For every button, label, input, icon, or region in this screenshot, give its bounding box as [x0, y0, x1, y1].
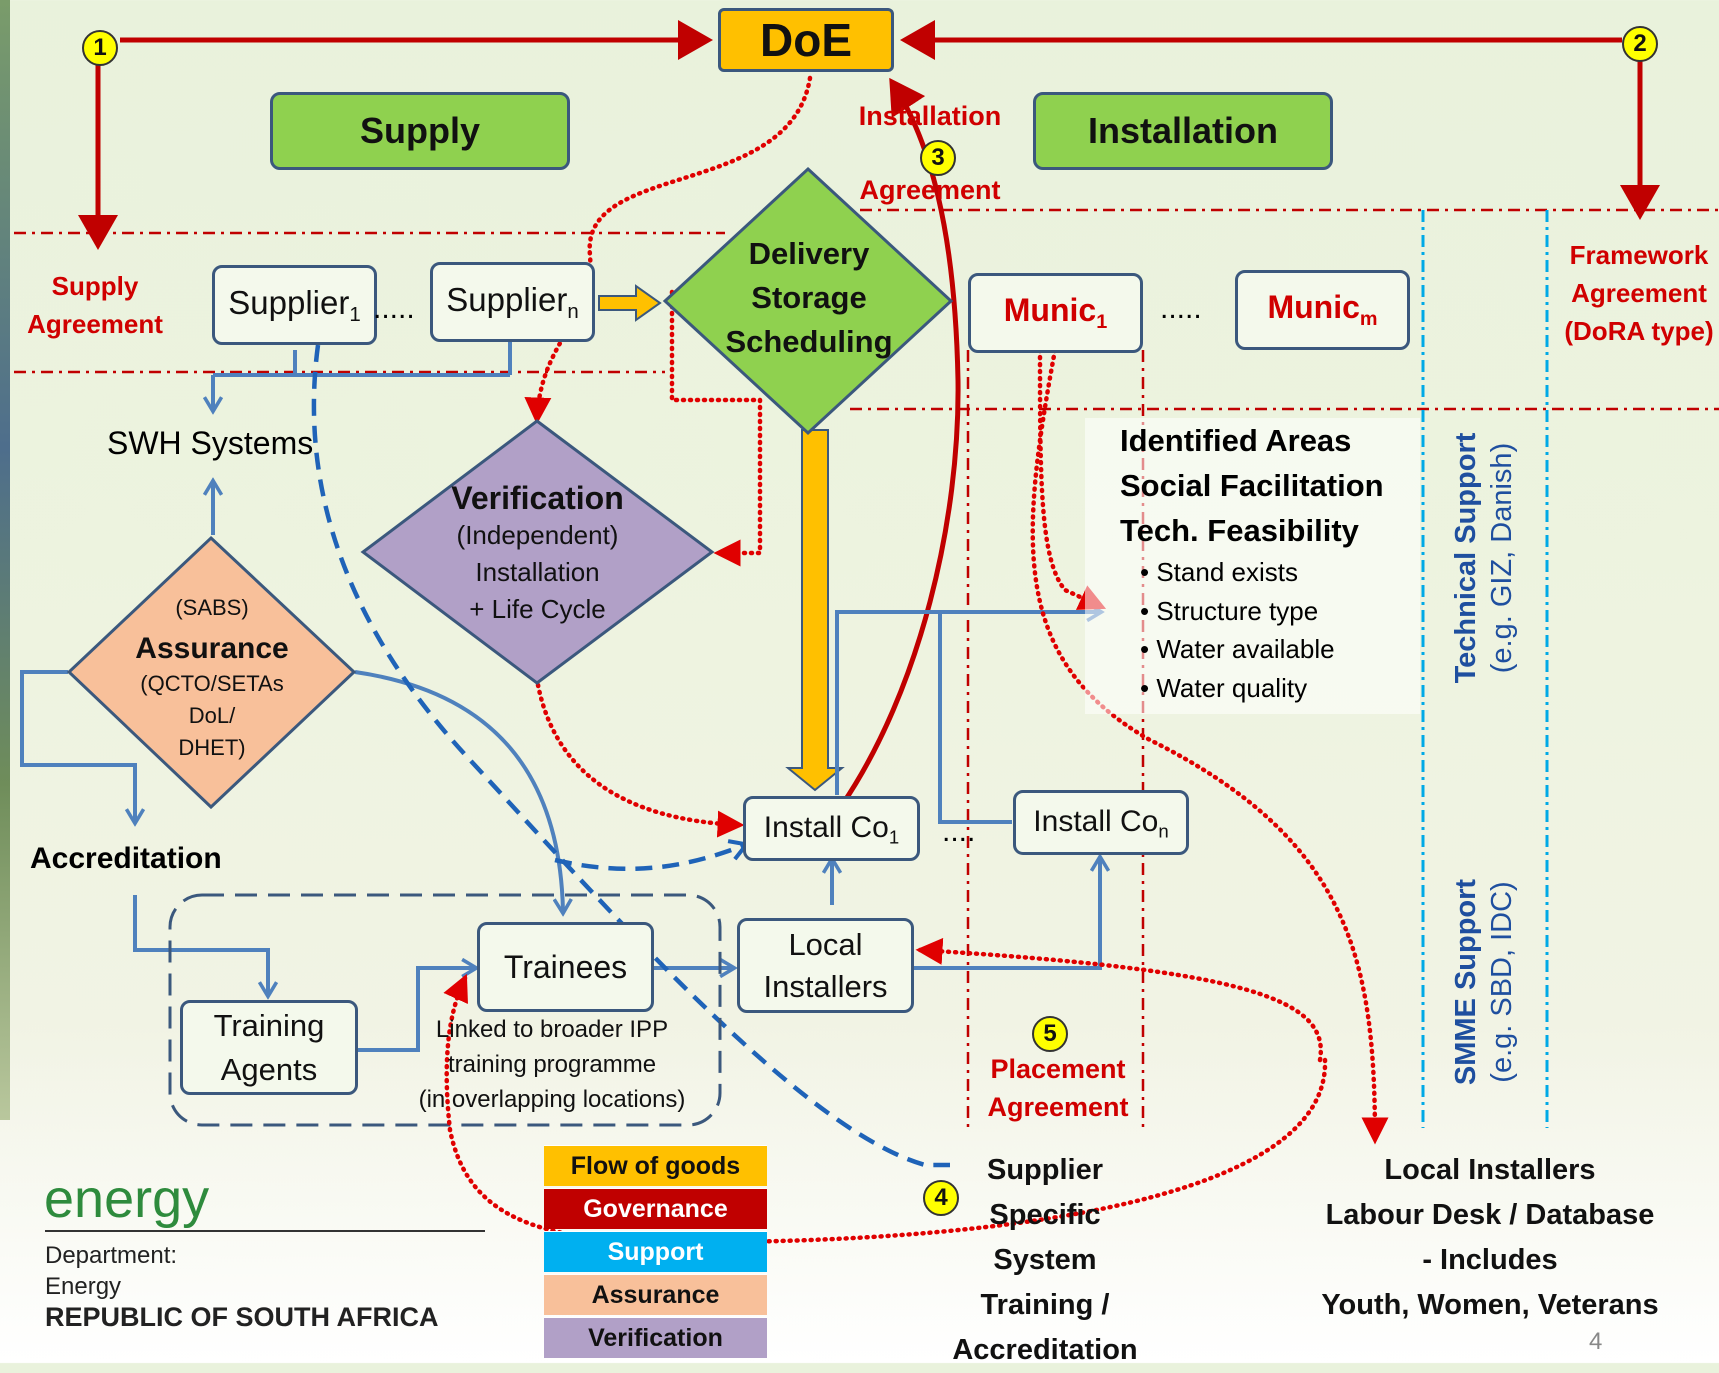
- installation-header: Installation: [1033, 92, 1333, 170]
- page-number: 4: [1589, 1328, 1603, 1355]
- background-photo-strip: [0, 0, 10, 1120]
- supply-label: Supply: [359, 110, 480, 151]
- goods-flow: [598, 284, 845, 792]
- energy-logo-word: energy: [44, 1169, 210, 1229]
- badge-2: 2: [1622, 26, 1658, 62]
- installation-label: Installation: [1087, 110, 1279, 151]
- blue-arrows: [20, 335, 1100, 1052]
- verification-text: Verification (Independent)Installation+ …: [451, 480, 624, 624]
- legend-verification: Verification: [544, 1317, 767, 1358]
- dotted-flows: [443, 75, 1389, 1245]
- badge-1: 1: [82, 30, 118, 66]
- supplier-ellipsis: .....: [373, 292, 415, 325]
- install-co-1-box: Install Co1: [743, 796, 920, 861]
- legend-governance: Governance: [544, 1188, 767, 1229]
- doe-node: DoE: [718, 8, 894, 72]
- supplier-1-box: Supplier1: [212, 265, 377, 345]
- installation-agreement: Installation Agreement: [858, 101, 1002, 205]
- badge-3: 3: [920, 140, 956, 176]
- department-lines: Department:Energy REPUBLIC OF SOUTH AFRI…: [45, 1242, 439, 1332]
- assurance-diamond: [66, 535, 357, 810]
- smme-support-label: SMME Support(e.g. SBD, IDC): [1450, 878, 1519, 1086]
- munic-1-box: Munic1: [968, 273, 1143, 353]
- legend-support: Support: [544, 1231, 767, 1272]
- badge-5: 5: [1032, 1016, 1068, 1052]
- supply-header: Supply: [270, 92, 570, 170]
- badge-4: 4: [923, 1180, 959, 1216]
- trainees-box: Trainees: [477, 922, 654, 1012]
- technical-support-label: Technical Support(e.g. GIZ, Danish): [1450, 432, 1519, 684]
- band-lines: [14, 208, 1719, 1130]
- logo-divider: [45, 1230, 485, 1232]
- delivery-diamond: [662, 166, 954, 436]
- verification-diamond: [360, 419, 715, 685]
- feasibility-bullets: • Stand exists • Structure type • Water …: [1140, 557, 1335, 703]
- legend-assurance: Assurance: [544, 1274, 767, 1315]
- legend-flow-of-goods: Flow of goods: [544, 1145, 767, 1186]
- dashed-support-links: [311, 344, 950, 1168]
- identified-areas-panel: [1085, 418, 1420, 714]
- munic-ellipsis: .....: [1160, 292, 1202, 325]
- accreditation-label: Accreditation: [30, 842, 222, 875]
- install-ellipsis: ....: [942, 815, 976, 848]
- install-co-n-box: Install Con: [1013, 790, 1189, 855]
- swh-systems-label: SWH Systems: [107, 425, 314, 461]
- supplier-n-box: Suppliern: [430, 262, 595, 342]
- training-group: [168, 893, 722, 1127]
- doe-label: DoE: [760, 14, 852, 66]
- munic-m-box: Municm: [1235, 270, 1410, 350]
- support-lines: [1421, 210, 1549, 1128]
